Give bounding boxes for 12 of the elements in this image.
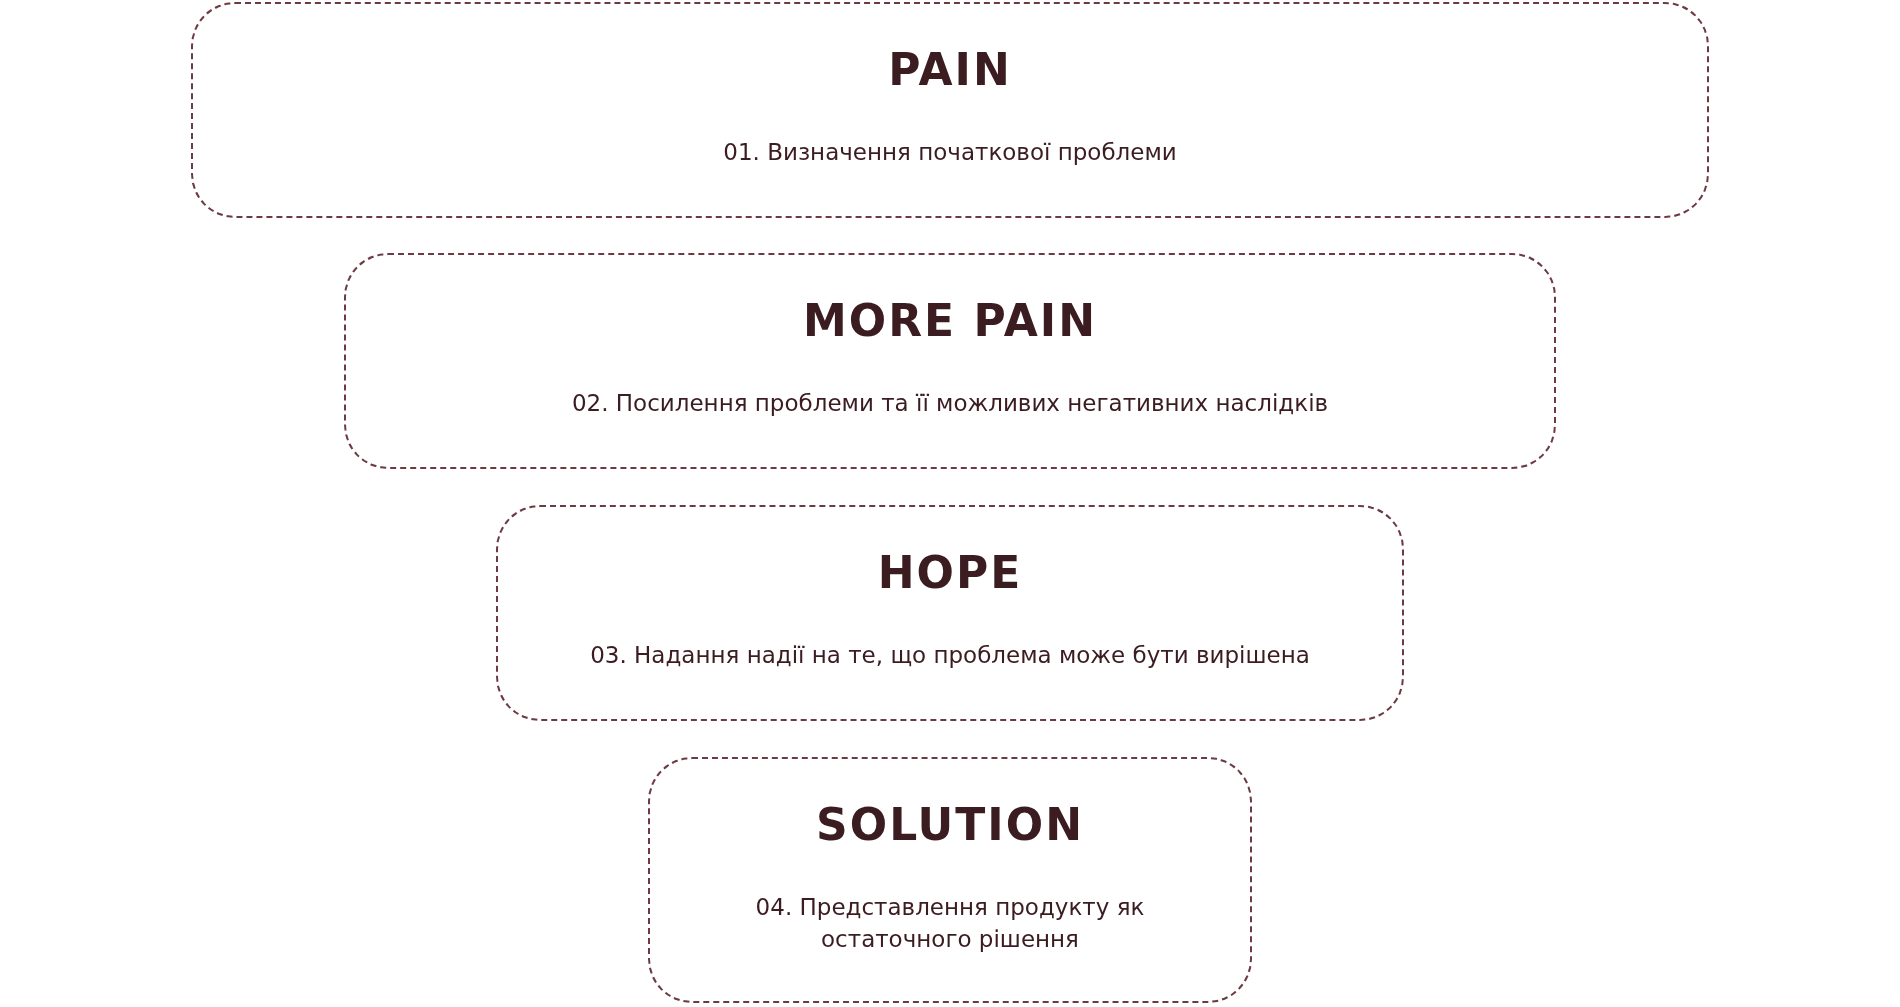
stage-description: 01. Визначення початкової проблеми <box>723 138 1177 167</box>
stage-title: HOPE <box>877 551 1023 595</box>
stage-title: SOLUTION <box>816 803 1084 847</box>
stage-title: PAIN <box>888 48 1012 92</box>
stage-box <box>648 757 1252 1003</box>
stage-box <box>496 505 1404 721</box>
stage-description: 02. Посилення проблеми та її можливих негативних наслідків <box>571 389 1329 418</box>
stage-box <box>191 2 1709 218</box>
stage-description: 04. Представлення продукту як остаточного рішення <box>754 893 1146 954</box>
stage-description: 03. Надання надії на те, що проблема може бути вирішена <box>590 641 1310 670</box>
stage-title: MORE PAIN <box>803 299 1097 343</box>
stage-box <box>344 253 1556 469</box>
